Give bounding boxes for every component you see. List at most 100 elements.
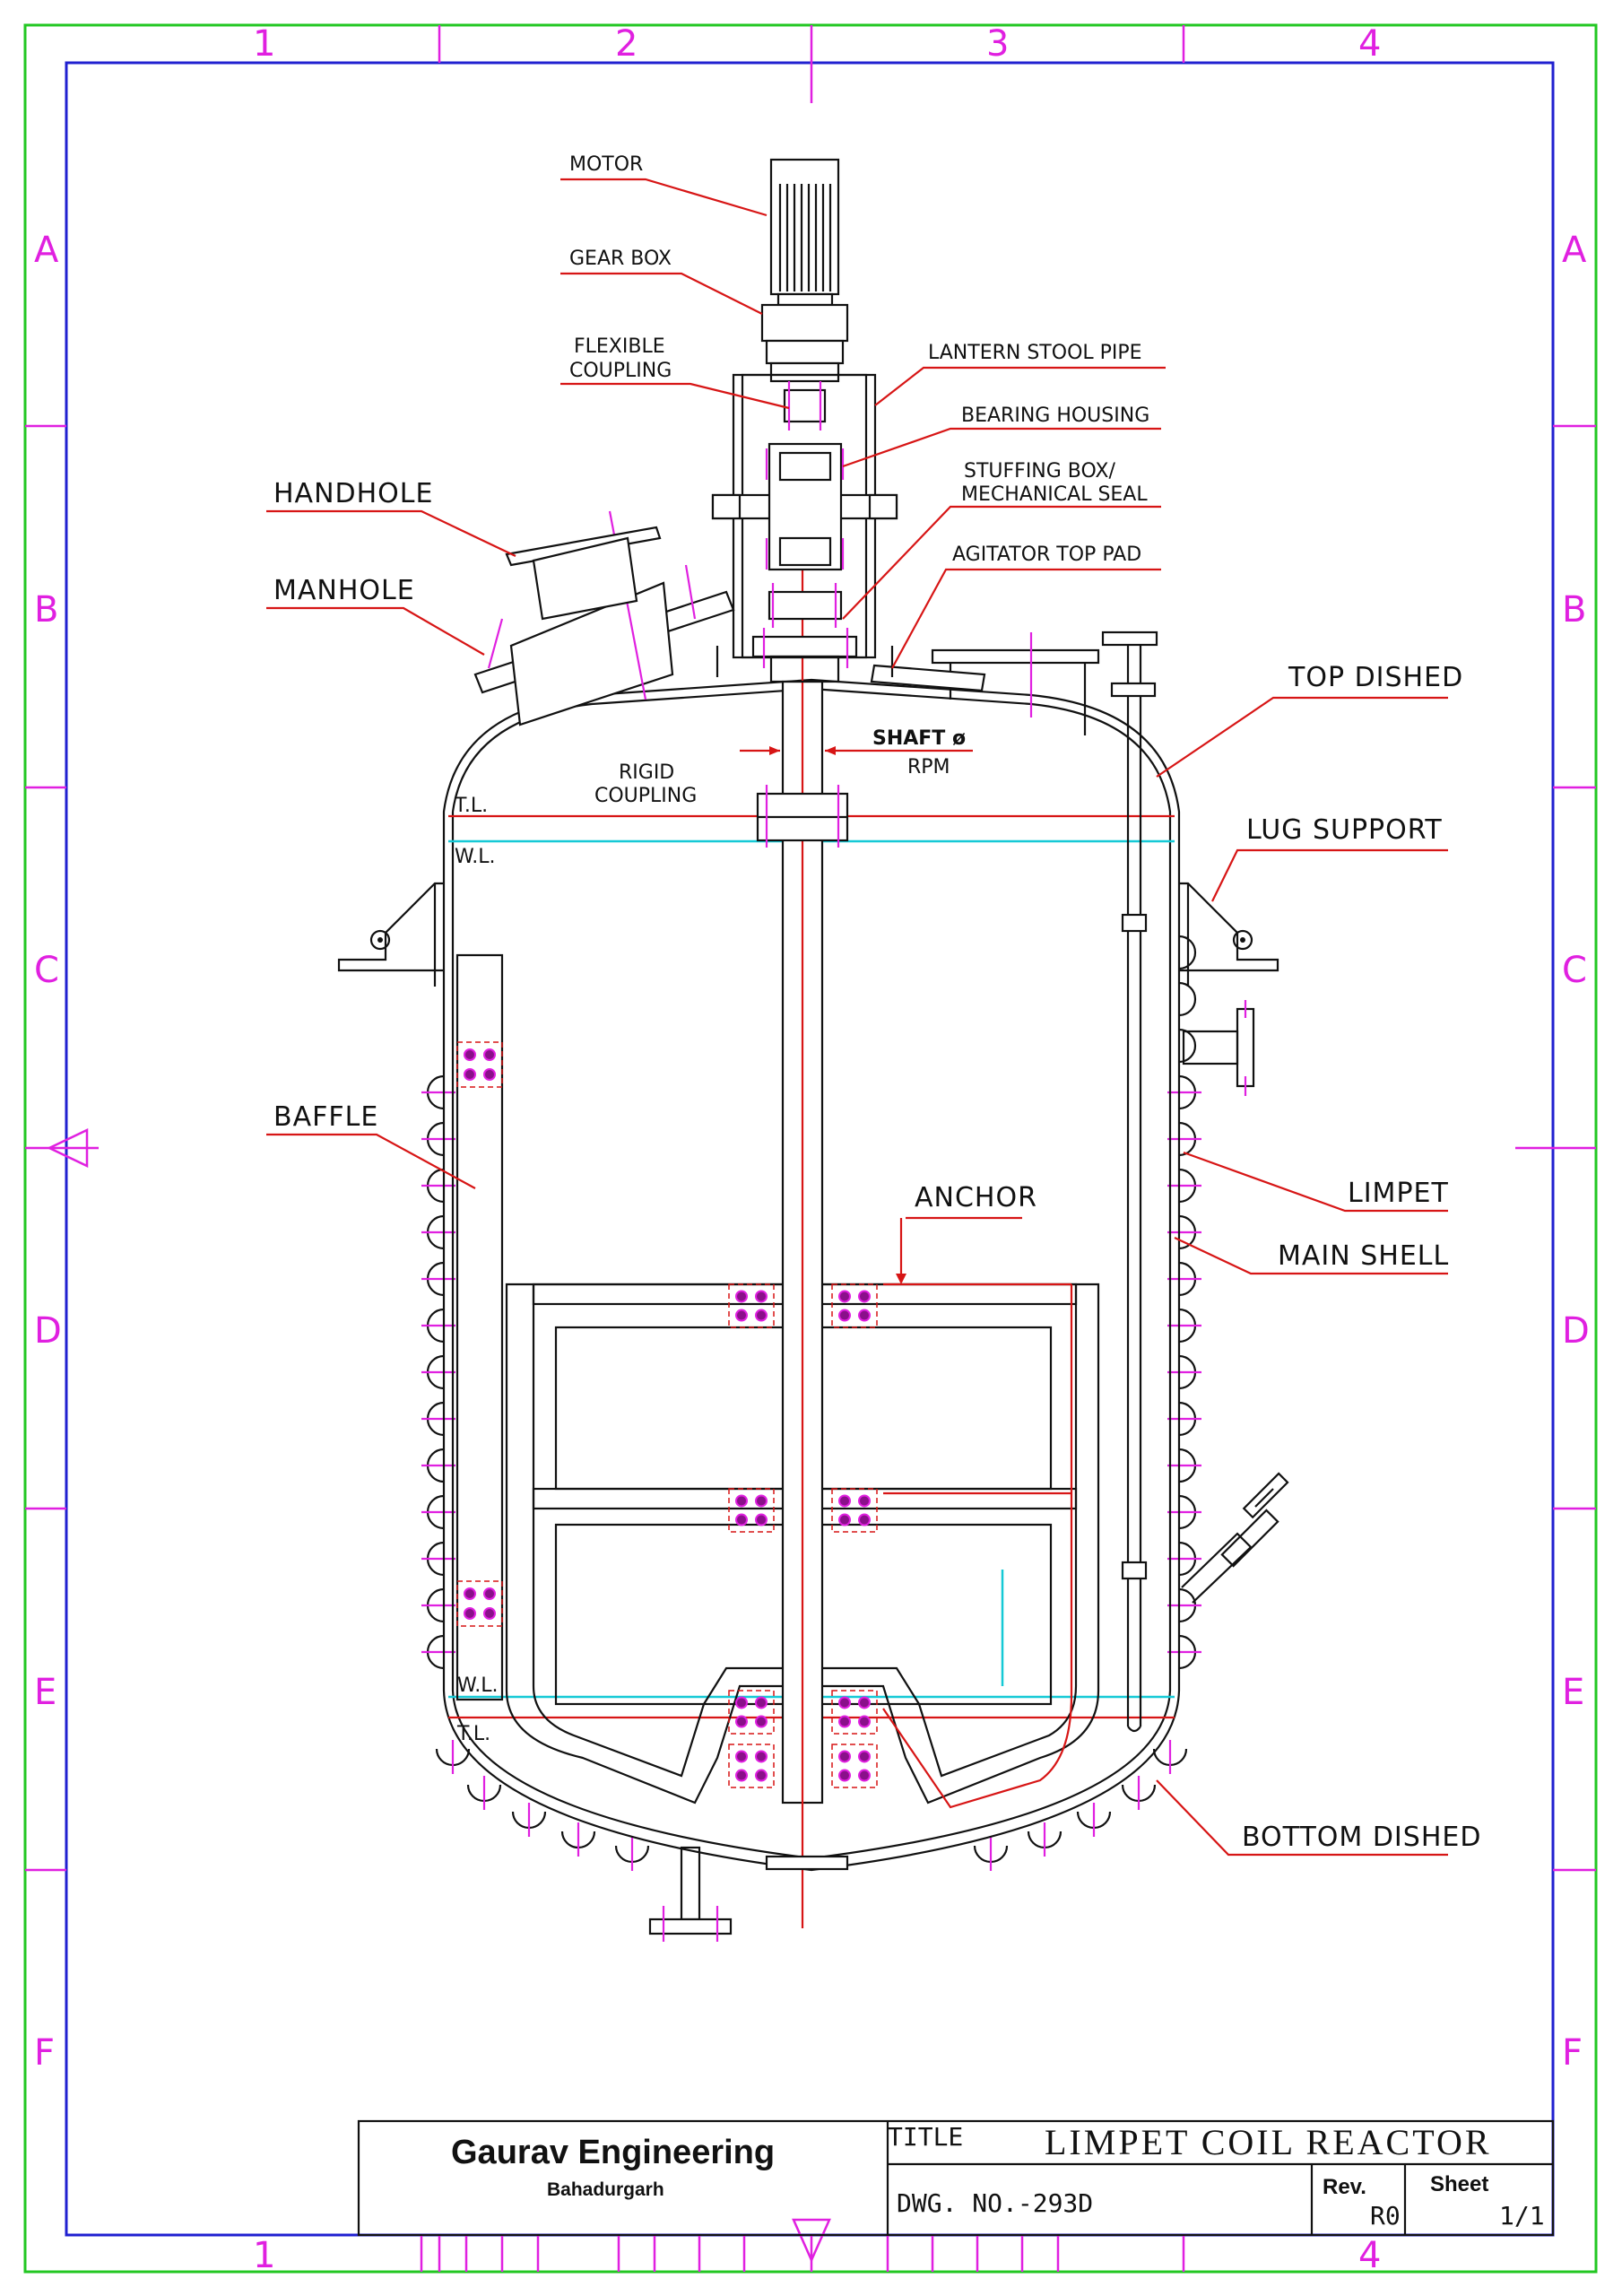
label-limpet: LIMPET (1348, 1178, 1449, 1209)
side-nozzle-right (1182, 1000, 1255, 1096)
drawing-number: DWG. NO.-293D (897, 2188, 1093, 2218)
grid-labels: 1 2 3 4 1 4 A B C D E F A B C D E F (34, 23, 1590, 2276)
lug-support-left (337, 882, 444, 987)
top-nozzle-right (931, 632, 1100, 735)
wl-label-bottom: W.L. (457, 1674, 498, 1697)
label-top-dished: TOP DISHED (1288, 662, 1463, 693)
label-flexible-coupling-1: FLEXIBLE (574, 335, 665, 358)
bottom-ruler-marks (420, 2235, 1060, 2272)
grid-row-right-f: F (1562, 2032, 1583, 2074)
limpet-coil-right (1178, 1028, 1197, 1064)
baffle-bolt-group-bolt (483, 1607, 496, 1620)
title-block: Gaurav Engineering Bahadurgarh TITLE LIM… (357, 2119, 1555, 2237)
anchor-bolt-group-frame (831, 1744, 878, 1788)
anchor-bolt-group-bolt (858, 1290, 871, 1303)
label-stuffing-box-2: MECHANICAL SEAL (961, 483, 1148, 506)
rev-caption: Rev. (1323, 2175, 1366, 2199)
grid-col-bottom-4: 4 (1358, 2235, 1381, 2276)
label-motor: MOTOR (569, 153, 643, 176)
grid-row-right-e: E (1562, 1672, 1584, 1713)
anchor-bolt-group-bolt (858, 1513, 871, 1526)
tl-label-bottom: T.L. (456, 1723, 490, 1745)
sheet-value: 1/1 (1499, 2201, 1545, 2231)
grid-row-left-d: D (34, 1310, 62, 1352)
anchor-bolt-group-bolt (858, 1494, 871, 1508)
grid-col-top-3: 3 (986, 23, 1009, 65)
anchor-bolt-group-bolt (755, 1696, 768, 1709)
limpet-coils-bottom (435, 1740, 1188, 1871)
label-agitator-top-pad: AGITATOR TOP PAD (952, 544, 1141, 566)
agitator-top-pad-part (870, 664, 986, 692)
grid-col-top-2: 2 (615, 23, 638, 65)
anchor-bolt-group-bolt (838, 1309, 851, 1322)
anchor-bolt-group-bolt (858, 1750, 871, 1763)
anchor-bolt-group-frame (831, 1488, 878, 1533)
motor-fins (778, 184, 832, 291)
baffle-bolt-group-bolt (483, 1068, 496, 1081)
anchor-bolt-group-frame (728, 1744, 775, 1788)
anchor-bolt-group-bolt (735, 1715, 748, 1728)
label-baffle: BAFFLE (273, 1101, 378, 1133)
baffle-bolt-group-bolt (483, 1587, 496, 1600)
anchor-bolt-group-bolt (755, 1750, 768, 1763)
label-anchor: ANCHOR (915, 1182, 1037, 1213)
left-center-mark (47, 1128, 89, 1168)
dip-pipe (1101, 631, 1158, 1733)
baffle-bolt-group-bolt (464, 1587, 476, 1600)
anchor-bolt-group-bolt (755, 1715, 768, 1728)
anchor-bolt-group-bolt (735, 1769, 748, 1782)
anchor-bolt-group-bolt (735, 1309, 748, 1322)
anchor-bolt-group-bolt (735, 1513, 748, 1526)
wl-label-top: W.L. (455, 846, 495, 868)
company-name: Gaurav Engineering (451, 2134, 775, 2171)
gear-box (760, 303, 849, 343)
anchor-bolt-group-bolt (838, 1769, 851, 1782)
agitator-nozzle (751, 635, 858, 658)
grid-col-bottom-1: 1 (253, 2235, 275, 2276)
grid-row-left-f: F (34, 2032, 55, 2074)
anchor-bolt-group-frame (728, 1690, 775, 1735)
label-rigid-coupling-2: COUPLING (594, 785, 697, 807)
label-bearing-housing: BEARING HOUSING (961, 404, 1149, 427)
anchor-bolt-group-bolt (735, 1696, 748, 1709)
company-city: Bahadurgarh (547, 2179, 664, 2200)
drawing-title: LIMPET COIL REACTOR (1045, 2122, 1492, 2162)
baffle (455, 953, 504, 1701)
grid-row-right-d: D (1562, 1310, 1590, 1352)
anchor-bolt-group-bolt (838, 1290, 851, 1303)
anchor-bolt-group-bolt (858, 1715, 871, 1728)
grid-row-right-c: C (1562, 950, 1587, 991)
grid-row-left-e: E (34, 1672, 56, 1713)
shaft-dimension (740, 746, 973, 755)
limpet-coils-right (1167, 935, 1201, 1670)
anchor-bolt-group-frame (728, 1283, 775, 1328)
label-bottom-dished: BOTTOM DISHED (1242, 1822, 1481, 1853)
grid-row-right-a: A (1562, 230, 1587, 271)
grid-row-right-b: B (1562, 589, 1586, 631)
bottom-outlet-nozzle (648, 1846, 849, 1942)
label-gear-box: GEAR BOX (569, 248, 672, 270)
label-lantern-stool-pipe: LANTERN STOOL PIPE (928, 342, 1142, 364)
label-lug-support: LUG SUPPORT (1246, 814, 1443, 846)
rev-value: R0 (1370, 2201, 1401, 2231)
anchor-bolts (728, 1283, 878, 1788)
anchor-bolt-group-bolt (755, 1290, 768, 1303)
grid-row-left-b: B (34, 589, 58, 631)
anchor-bolt-group-bolt (735, 1494, 748, 1508)
limpet-coils-left (421, 1074, 455, 1670)
anchor-bolt-group-bolt (755, 1769, 768, 1782)
baffle-bolt-group-bolt (464, 1048, 476, 1061)
handhole (505, 526, 662, 621)
drive-assembly (711, 158, 898, 683)
baffle-bolt-group-bolt (483, 1048, 496, 1061)
grid-row-left-a: A (34, 230, 59, 271)
anchor-bolt-group-bolt (755, 1309, 768, 1322)
label-flexible-coupling-2: COUPLING (569, 360, 672, 382)
label-rigid-coupling-1: RIGID (619, 761, 674, 784)
sheet-caption: Sheet (1430, 2172, 1488, 2196)
anchor-bolt-group-frame (831, 1283, 878, 1328)
anchor-bolt-group-bolt (755, 1494, 768, 1508)
label-main-shell: MAIN SHELL (1278, 1240, 1449, 1272)
limpet-coil-right (1178, 935, 1197, 970)
grid-row-left-c: C (34, 950, 59, 991)
